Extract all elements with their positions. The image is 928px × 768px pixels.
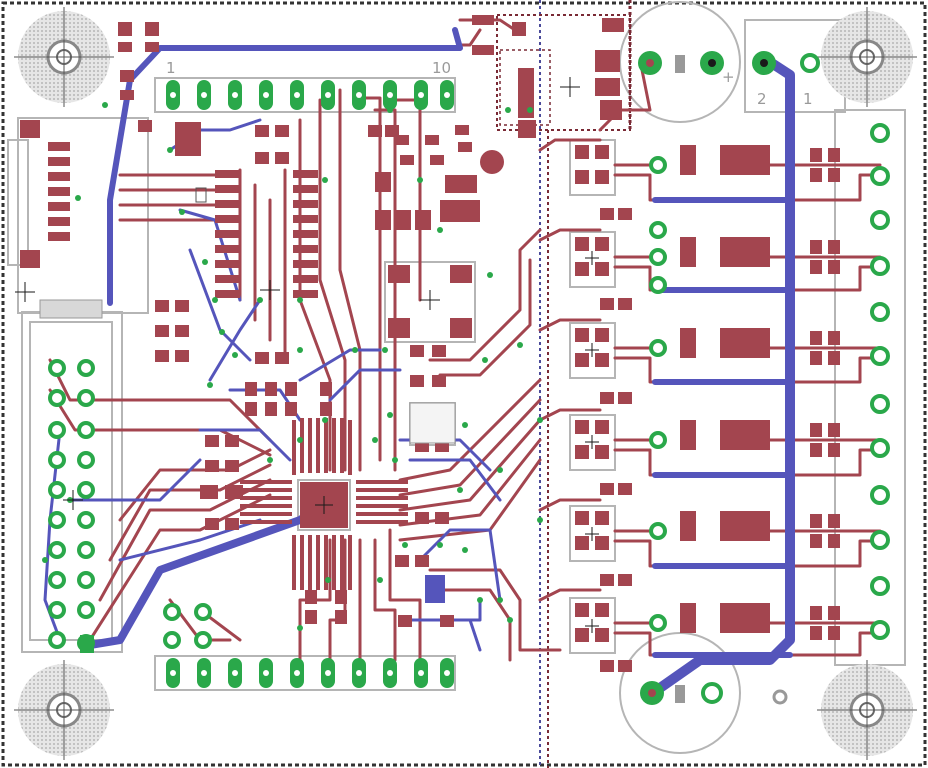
output-channel xyxy=(575,420,840,495)
mounting-hole-icon xyxy=(14,660,114,760)
small-ic xyxy=(425,575,445,603)
mounting-hole-icon xyxy=(817,7,917,107)
mounting-hole-icon xyxy=(14,7,114,107)
capacitor-plus-label: + xyxy=(722,68,735,86)
filled-pads xyxy=(80,51,776,705)
header-top xyxy=(166,80,454,110)
output-channel xyxy=(575,603,840,672)
output-channel xyxy=(575,145,840,220)
mounting-hole-icon xyxy=(817,660,917,760)
output-channel xyxy=(575,237,840,310)
output-channel xyxy=(575,328,840,404)
header-top-last-label: 10 xyxy=(432,59,451,77)
vias xyxy=(42,102,543,631)
crosshair-icon xyxy=(15,77,599,633)
components-pads xyxy=(20,15,840,672)
header-bottom xyxy=(166,658,454,688)
mounting-holes xyxy=(14,7,917,760)
header-top-first-label: 1 xyxy=(166,59,176,77)
through-hole-pads xyxy=(48,53,890,705)
output-channel xyxy=(575,511,840,586)
terminal-pin-label-1: 1 xyxy=(803,90,813,108)
component-marks xyxy=(39,187,456,444)
silkscreen-layer xyxy=(7,1,906,754)
terminal-pin-label-2: 2 xyxy=(757,90,767,108)
